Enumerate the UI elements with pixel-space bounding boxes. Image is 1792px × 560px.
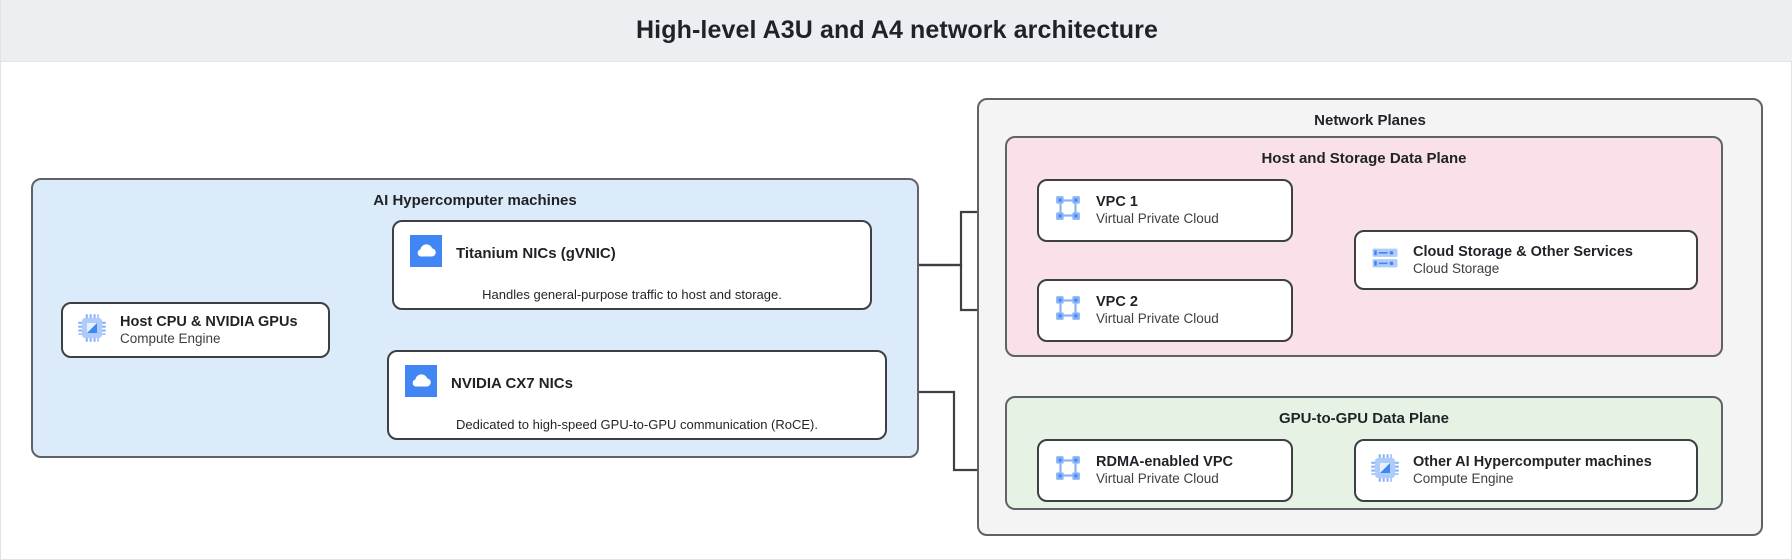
rdma-vpc-subtitle: Virtual Private Cloud <box>1096 471 1219 487</box>
page-title: High-level A3U and A4 network architectu… <box>636 16 1158 44</box>
node-host-cpu-gpus[interactable]: Host CPU & NVIDIA GPUs Compute Engine <box>61 302 330 358</box>
cpu-chip-icon <box>1370 453 1400 488</box>
header-band: High-level A3U and A4 network architectu… <box>1 0 1792 62</box>
vpc-icon <box>1053 453 1083 488</box>
node-other-ai-hypercomputer-machines[interactable]: Other AI Hypercomputer machines Compute … <box>1354 439 1698 502</box>
vpc-1-title: VPC 1 <box>1096 194 1138 210</box>
other-machines-texts: Other AI Hypercomputer machines Compute … <box>1413 453 1652 488</box>
vpc-icon <box>1053 293 1083 328</box>
vpc-2-texts: VPC 2 Virtual Private Cloud <box>1096 293 1219 328</box>
cloud-storage-icon <box>1370 243 1400 278</box>
cx7-card-head: NVIDIA CX7 NICs <box>389 352 885 413</box>
vpc-icon <box>1053 193 1083 228</box>
card-titanium-nics[interactable]: Titanium NICs (gVNIC) Handles general-pu… <box>392 220 872 310</box>
titanium-card-head: Titanium NICs (gVNIC) <box>394 222 870 283</box>
host-storage-plane-title: Host and Storage Data Plane <box>1261 150 1467 167</box>
network-planes-title: Network Planes <box>1314 112 1426 129</box>
other-machines-title: Other AI Hypercomputer machines <box>1413 454 1652 470</box>
cloud-storage-texts: Cloud Storage & Other Services Cloud Sto… <box>1413 243 1633 278</box>
titanium-card-caption: Handles general-purpose traffic to host … <box>482 287 782 302</box>
machines-panel-title: AI Hypercomputer machines <box>373 192 577 209</box>
cloud-icon <box>405 365 437 402</box>
vpc-1-texts: VPC 1 Virtual Private Cloud <box>1096 193 1219 228</box>
node-vpc-2[interactable]: VPC 2 Virtual Private Cloud <box>1037 279 1293 342</box>
titanium-card-title: Titanium NICs (gVNIC) <box>456 245 616 262</box>
vpc-2-subtitle: Virtual Private Cloud <box>1096 311 1219 327</box>
card-nvidia-cx7-nics[interactable]: NVIDIA CX7 NICs Dedicated to high-speed … <box>387 350 887 440</box>
other-machines-subtitle: Compute Engine <box>1413 471 1514 487</box>
cloud-storage-subtitle: Cloud Storage <box>1413 260 1500 276</box>
rdma-vpc-title: RDMA-enabled VPC <box>1096 454 1233 470</box>
rdma-vpc-texts: RDMA-enabled VPC Virtual Private Cloud <box>1096 453 1233 488</box>
vpc-1-subtitle: Virtual Private Cloud <box>1096 211 1219 227</box>
gpu-plane-title: GPU-to-GPU Data Plane <box>1278 410 1450 427</box>
cx7-card-title: NVIDIA CX7 NICs <box>451 375 573 392</box>
cloud-storage-title: Cloud Storage & Other Services <box>1413 243 1633 260</box>
cloud-icon <box>410 235 442 272</box>
vpc-2-title: VPC 2 <box>1096 294 1138 310</box>
host-node-subtitle: Compute Engine <box>120 330 221 346</box>
node-cloud-storage[interactable]: Cloud Storage & Other Services Cloud Sto… <box>1354 230 1698 290</box>
host-node-title: Host CPU & NVIDIA GPUs <box>120 313 298 330</box>
host-node-texts: Host CPU & NVIDIA GPUs Compute Engine <box>120 313 298 348</box>
node-rdma-enabled-vpc[interactable]: RDMA-enabled VPC Virtual Private Cloud <box>1037 439 1293 502</box>
cpu-chip-icon <box>77 313 107 348</box>
node-vpc-1[interactable]: VPC 1 Virtual Private Cloud <box>1037 179 1293 242</box>
cx7-card-caption: Dedicated to high-speed GPU-to-GPU commu… <box>456 417 818 432</box>
